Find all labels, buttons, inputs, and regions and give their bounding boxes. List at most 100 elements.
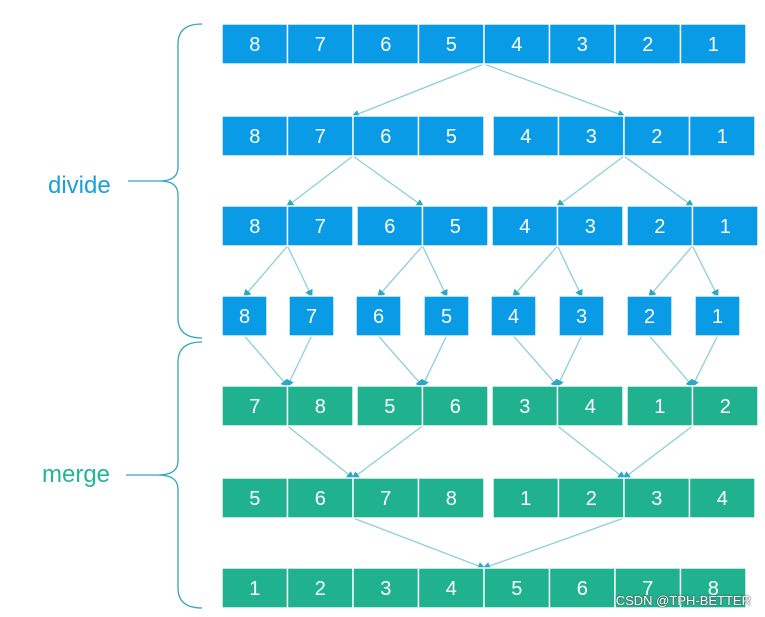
cell-value: 7 (315, 126, 326, 148)
cell-value: 5 (446, 126, 457, 148)
flow-arrow (556, 335, 583, 388)
merge-cell (417, 477, 485, 519)
cell-value: 1 (717, 126, 728, 148)
cell-value: 3 (586, 126, 597, 148)
flow-arrow (377, 245, 423, 298)
bracket (159, 23, 203, 339)
divide-cell (623, 115, 691, 157)
divide-cell (417, 23, 485, 65)
cell-value: 1 (720, 216, 731, 238)
cell-value: 7 (380, 488, 391, 510)
cell-value: 3 (576, 306, 587, 328)
cell-value: 6 (315, 488, 326, 510)
cell-value: 6 (380, 126, 391, 148)
flow-arrow (286, 335, 313, 388)
merge-cell (688, 477, 756, 519)
flow-arrow (623, 155, 695, 208)
cell-value: 1 (708, 34, 719, 56)
cell-value: 6 (577, 578, 588, 600)
flow-arrow (421, 335, 448, 388)
cell-value: 3 (380, 578, 391, 600)
cell-value: 1 (520, 488, 531, 510)
cell-value: 4 (511, 34, 522, 56)
cell-value: 5 (511, 578, 522, 600)
cell-value: 4 (520, 126, 531, 148)
divide-cell (614, 23, 682, 65)
merge-cell (614, 567, 682, 609)
flow-arrow (243, 245, 288, 298)
flow-arrow (648, 245, 693, 298)
cell-value: 8 (446, 488, 457, 510)
divide-cell (694, 295, 741, 337)
cell-value: 5 (446, 34, 457, 56)
cell-value: 2 (720, 396, 731, 418)
flow-arrow (285, 155, 354, 208)
cell-value: 4 (446, 578, 457, 600)
flow-arrow (351, 63, 485, 118)
divide-cell (355, 295, 402, 337)
merge-cell (483, 567, 551, 609)
cell-value: 7 (642, 578, 653, 600)
cell-value: 3 (519, 396, 530, 418)
flow-arrow (483, 63, 626, 118)
merge-cell (221, 477, 289, 519)
cell-value: 8 (239, 306, 250, 328)
merge-cell (691, 385, 759, 427)
cell-value: 3 (585, 216, 596, 238)
flow-arrow (556, 245, 583, 298)
cell-value: 2 (644, 306, 655, 328)
cell-value: 5 (450, 216, 461, 238)
flow-arrow (352, 517, 486, 570)
flow-arrow (555, 155, 625, 208)
cell-value: 2 (315, 578, 326, 600)
divide-cell (286, 115, 354, 157)
divide-cell (421, 205, 489, 247)
flow-arrow (557, 425, 626, 480)
merge-cell (679, 567, 747, 609)
cell-value: 5 (384, 396, 395, 418)
flow-arrow (512, 245, 558, 298)
merge-cell (421, 385, 489, 427)
cell-value: 8 (708, 578, 719, 600)
merge-cell (356, 385, 424, 427)
cell-value: 2 (586, 488, 597, 510)
merge-label: merge (42, 461, 110, 488)
flow-arrow (622, 425, 693, 480)
bracket (157, 341, 203, 609)
cell-value: 7 (315, 34, 326, 56)
cell-value: 7 (315, 216, 326, 238)
divide-cell (352, 23, 420, 65)
merge-cell (557, 477, 625, 519)
divide-cell (423, 295, 470, 337)
divide-cell (221, 205, 289, 247)
flow-arrow (421, 245, 448, 298)
cell-value: 8 (315, 396, 326, 418)
divide-cell (691, 205, 759, 247)
divide-cell (288, 295, 335, 337)
merge-cell (556, 385, 624, 427)
cell-value: 6 (373, 306, 384, 328)
flow-arrow (482, 517, 625, 570)
cell-value: 4 (717, 488, 728, 510)
flow-arrow (287, 425, 355, 480)
divide-cell (558, 295, 605, 337)
divide-cell (286, 205, 354, 247)
cell-value: 2 (654, 216, 665, 238)
cell-value: 3 (651, 488, 662, 510)
cell-value: 1 (249, 578, 260, 600)
divide-cell (352, 115, 420, 157)
cell-value: 4 (508, 306, 519, 328)
flow-arrow (513, 335, 559, 388)
cell-value: 6 (384, 216, 395, 238)
cell-value: 5 (249, 488, 260, 510)
cell-value: 2 (651, 126, 662, 148)
divide-cell (548, 23, 616, 65)
merge-cell (286, 567, 354, 609)
cell-value: 8 (249, 216, 260, 238)
flow-arrow (649, 335, 694, 388)
cell-value: 7 (306, 306, 317, 328)
divide-cell (688, 115, 756, 157)
flow-arrow (691, 335, 719, 388)
